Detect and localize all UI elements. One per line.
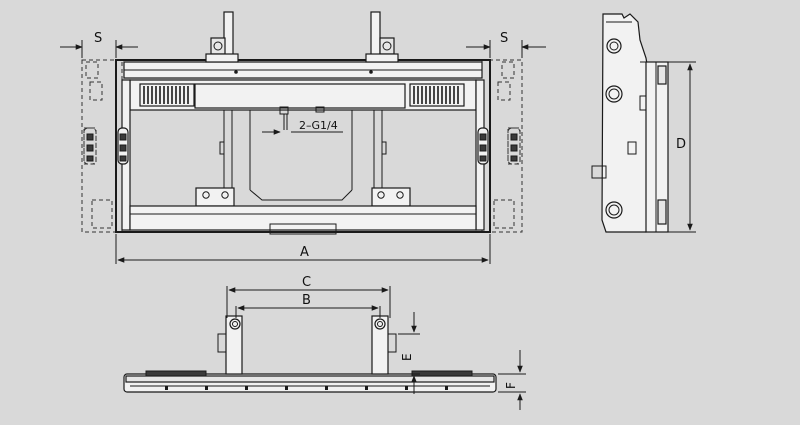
top-view-hook-right (371, 315, 397, 375)
dim-e-label: E (400, 353, 414, 361)
top-plate-marks (165, 386, 448, 390)
side-lug (591, 165, 607, 179)
front-view: 2–G1/4 (60, 11, 546, 264)
right-outer-pad (507, 127, 521, 165)
dim-f-label: F (504, 382, 518, 389)
port-label: 2–G1/4 (299, 119, 338, 132)
bottom-beam (129, 205, 477, 231)
side-plate (601, 13, 651, 233)
right-cylinder-ribs (409, 83, 465, 107)
dim-b-label: B (302, 293, 311, 308)
dim-s-left-label: S (94, 31, 102, 46)
top-hook-right (365, 11, 399, 63)
side-view: D (591, 13, 696, 233)
dim-c-label: C (302, 275, 311, 290)
port-fitting-right (315, 106, 325, 113)
side-hole-top (606, 38, 622, 54)
side-carriage (645, 61, 669, 233)
left-cylinder-ribs (139, 83, 195, 107)
right-clamp-plate (371, 187, 411, 207)
top-view: C B E F (123, 275, 526, 410)
dim-d-label: D (676, 137, 686, 152)
dim-a-label: A (300, 245, 309, 260)
right-side-pad (477, 127, 489, 165)
outer-frame (115, 59, 491, 233)
dim-s-right-label: S (500, 31, 508, 46)
top-hook-left (205, 11, 239, 63)
left-side-pad (117, 127, 129, 165)
side-hole-bottom (605, 201, 623, 219)
top-view-hook-left (217, 315, 243, 375)
left-clamp-plate (195, 187, 235, 207)
side-hole-middle (605, 85, 623, 103)
left-outer-pad (83, 127, 97, 165)
